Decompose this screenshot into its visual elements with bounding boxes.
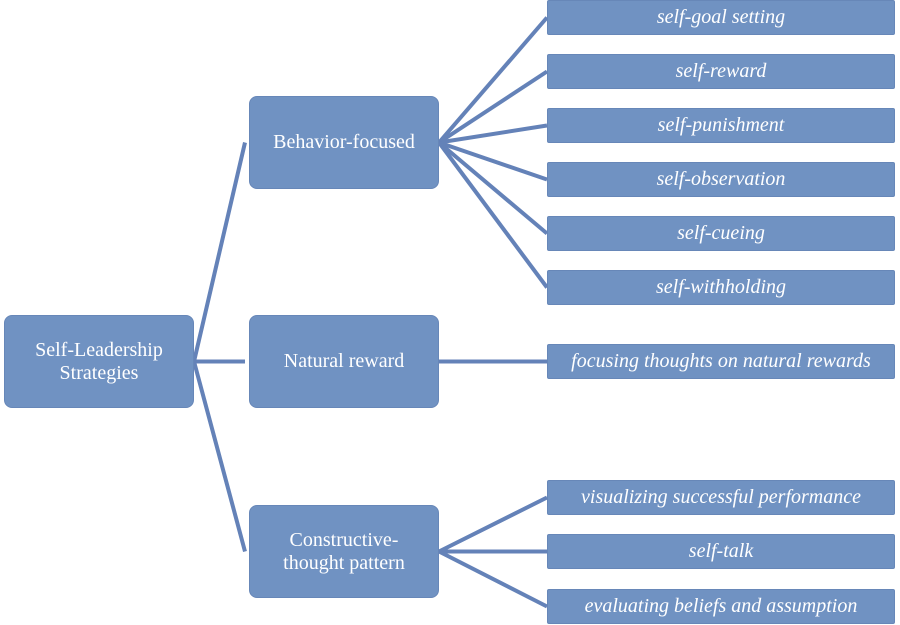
category-label: Behavior-focused <box>273 131 415 153</box>
connector-behavior-focused-to-self-reward <box>437 69 549 145</box>
leaf-node-self-observation: self-observation <box>547 162 895 197</box>
leaf-node-focusing-thoughts-on-natural-rewards: focusing thoughts on natural rewards <box>547 344 895 379</box>
root-label-line1: Self-Leadership <box>35 338 163 361</box>
connector-root-to-constructive-thought-pattern <box>192 360 247 553</box>
leaf-label: self-punishment <box>657 114 785 136</box>
connector-behavior-focused-to-self-punishment <box>438 123 548 145</box>
leaf-node-self-reward: self-reward <box>547 54 895 89</box>
connector-behavior-focused-to-self-cueing <box>437 140 549 236</box>
leaf-label: visualizing successful performance <box>581 486 861 508</box>
category-label-line2: thought pattern <box>283 551 405 574</box>
connector-constructive-thought-pattern-to-visualizing-successful-performance <box>438 495 548 554</box>
leaf-node-self-talk: self-talk <box>547 534 895 569</box>
leaf-label: self-cueing <box>677 222 765 244</box>
root-label-line2: Strategies <box>59 361 139 384</box>
leaf-label: self-withholding <box>656 276 786 298</box>
connector-behavior-focused-to-self-goal-setting <box>437 16 549 144</box>
leaf-label: focusing thoughts on natural rewards <box>571 350 871 372</box>
leaf-node-evaluating-beliefs-and-assumption: evaluating beliefs and assumption <box>547 589 895 624</box>
leaf-label: evaluating beliefs and assumption <box>584 595 858 617</box>
category-label-line1: Constructive- <box>289 528 399 551</box>
connector-constructive-thought-pattern-to-evaluating-beliefs-and-assumption <box>438 549 548 609</box>
connector-behavior-focused-to-self-observation <box>438 140 548 182</box>
category-node-behavior-focused: Behavior-focused <box>249 96 439 189</box>
leaf-node-self-cueing: self-cueing <box>547 216 895 251</box>
leaf-label: self-reward <box>675 60 767 82</box>
root-node-self-leadership-strategies: Self-Leadership Strategies <box>4 315 194 408</box>
leaf-node-self-punishment: self-punishment <box>547 108 895 143</box>
leaf-label: self-observation <box>656 168 786 190</box>
leaf-node-visualizing-successful-performance: visualizing successful performance <box>547 480 895 515</box>
connector-root-to-behavior-focused <box>192 142 247 362</box>
leaf-node-self-goal-setting: self-goal setting <box>547 0 895 35</box>
category-node-natural-reward: Natural reward <box>249 315 439 408</box>
connector-behavior-focused-to-self-withholding <box>437 141 549 289</box>
category-node-constructive-thought-pattern: Constructive- thought pattern <box>249 505 439 598</box>
leaf-label: self-talk <box>688 540 754 562</box>
category-label: Natural reward <box>283 350 405 372</box>
leaf-label: self-goal setting <box>656 6 786 28</box>
leaf-node-self-withholding: self-withholding <box>547 270 895 305</box>
